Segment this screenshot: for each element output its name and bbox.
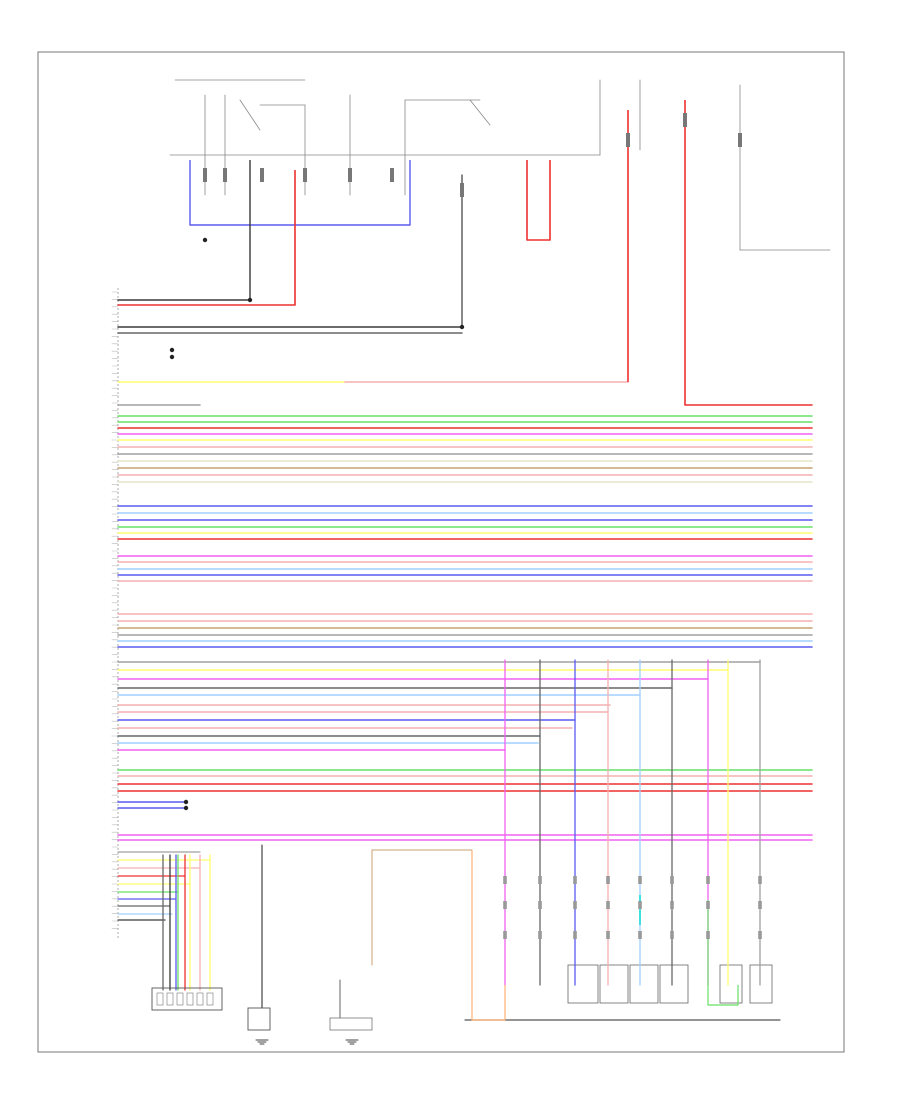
- fuse-icon: [303, 168, 307, 182]
- connector-icon: [151, 987, 223, 1011]
- connector-icon: [166, 992, 174, 1006]
- wire-red: [526, 160, 551, 241]
- splice-point-icon: [169, 347, 175, 353]
- connector-icon: [573, 901, 577, 909]
- switch-icon: [599, 964, 629, 1004]
- wire-orange: [471, 850, 506, 1021]
- connector-icon: [670, 901, 674, 909]
- diagram-frame: [37, 51, 845, 1053]
- fuse-icon: [203, 168, 207, 182]
- connector-icon: [706, 876, 710, 884]
- vertical-wires: [162, 100, 813, 1021]
- component-outline: [239, 99, 261, 131]
- switch-icon: [719, 964, 743, 1004]
- splice-point-icon: [183, 799, 189, 805]
- connector-icon: [503, 931, 507, 939]
- splice-point-icon: [183, 805, 189, 811]
- connector-icon: [758, 901, 762, 909]
- connector-icon: [706, 901, 710, 909]
- connector-icon: [156, 992, 164, 1006]
- connector-icon: [196, 992, 204, 1006]
- fuse-icon: [626, 133, 630, 147]
- connectors: [151, 113, 762, 1045]
- connector-icon: [670, 931, 674, 939]
- connector-icon: [329, 1017, 373, 1031]
- connector-icon: [758, 931, 762, 939]
- fuse-icon: [223, 168, 227, 182]
- fuse-icon: [390, 168, 394, 182]
- connector-icon: [758, 876, 762, 884]
- splice-point-icon: [459, 324, 465, 330]
- connector-icon: [247, 1007, 271, 1031]
- switch-icon: [749, 964, 773, 1004]
- connector-icon: [638, 931, 642, 939]
- switch-icon: [567, 964, 599, 1004]
- component-outline: [469, 99, 491, 126]
- connector-icon: [606, 901, 610, 909]
- connector-icon: [670, 876, 674, 884]
- connector-icon: [538, 876, 542, 884]
- connector-icon: [573, 931, 577, 939]
- connector-icon: [538, 901, 542, 909]
- connector-icon: [538, 931, 542, 939]
- wire-blue: [189, 160, 411, 226]
- horizontal-wires: [117, 299, 813, 921]
- fuse-icon: [683, 113, 687, 127]
- connector-icon: [176, 992, 184, 1006]
- connector-icon: [706, 931, 710, 939]
- splice-point-icon: [247, 297, 253, 303]
- wire-green: [707, 900, 739, 1006]
- splice-point-icon: [202, 237, 208, 243]
- fuse-icon: [738, 133, 742, 147]
- splice-point-icon: [169, 354, 175, 360]
- connector-icon: [606, 876, 610, 884]
- connector-icon: [638, 901, 642, 909]
- connector-icon: [503, 876, 507, 884]
- fuse-icon: [460, 183, 464, 197]
- switch-icon: [629, 964, 659, 1004]
- connector-icon: [503, 901, 507, 909]
- fuse-icon: [260, 168, 264, 182]
- connector-icon: [573, 876, 577, 884]
- static-art: [111, 79, 831, 1021]
- switch-icon: [659, 964, 689, 1004]
- fuse-icon: [348, 168, 352, 182]
- connector-icon: [186, 992, 194, 1006]
- connector-icon: [606, 931, 610, 939]
- connector-icon: [206, 992, 214, 1006]
- connector-icon: [638, 876, 642, 884]
